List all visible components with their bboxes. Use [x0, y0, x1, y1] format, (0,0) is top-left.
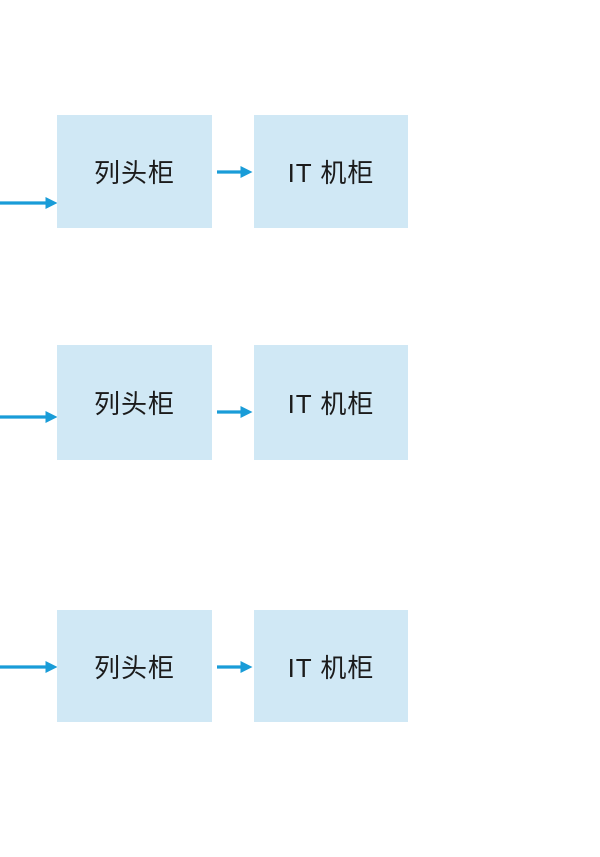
source-node-label-row2: 列头柜 [93, 389, 175, 419]
target-node-row3: IT 机柜 [254, 610, 408, 722]
connector-arrow-row3 [217, 661, 253, 673]
source-node-label-row1: 列头柜 [93, 158, 175, 188]
feed-arrow-row3 [0, 661, 58, 673]
feed-arrow-row1 [0, 197, 58, 209]
source-node-label-row3: 列头柜 [93, 652, 175, 683]
target-node-label-row1: IT 机柜 [287, 158, 375, 188]
source-node-row1: 列头柜 [57, 115, 212, 228]
target-node-row2: IT 机柜 [254, 345, 408, 460]
feed-arrow-row2 [0, 411, 58, 423]
source-node-row2: 列头柜 [57, 345, 212, 460]
connector-arrow-row1 [217, 166, 253, 178]
target-node-row1: IT 机柜 [254, 115, 408, 228]
target-node-label-row3: IT 机柜 [287, 652, 375, 683]
target-node-label-row2: IT 机柜 [287, 389, 375, 419]
connector-arrow-row2 [217, 406, 253, 418]
source-node-row3: 列头柜 [57, 610, 212, 722]
